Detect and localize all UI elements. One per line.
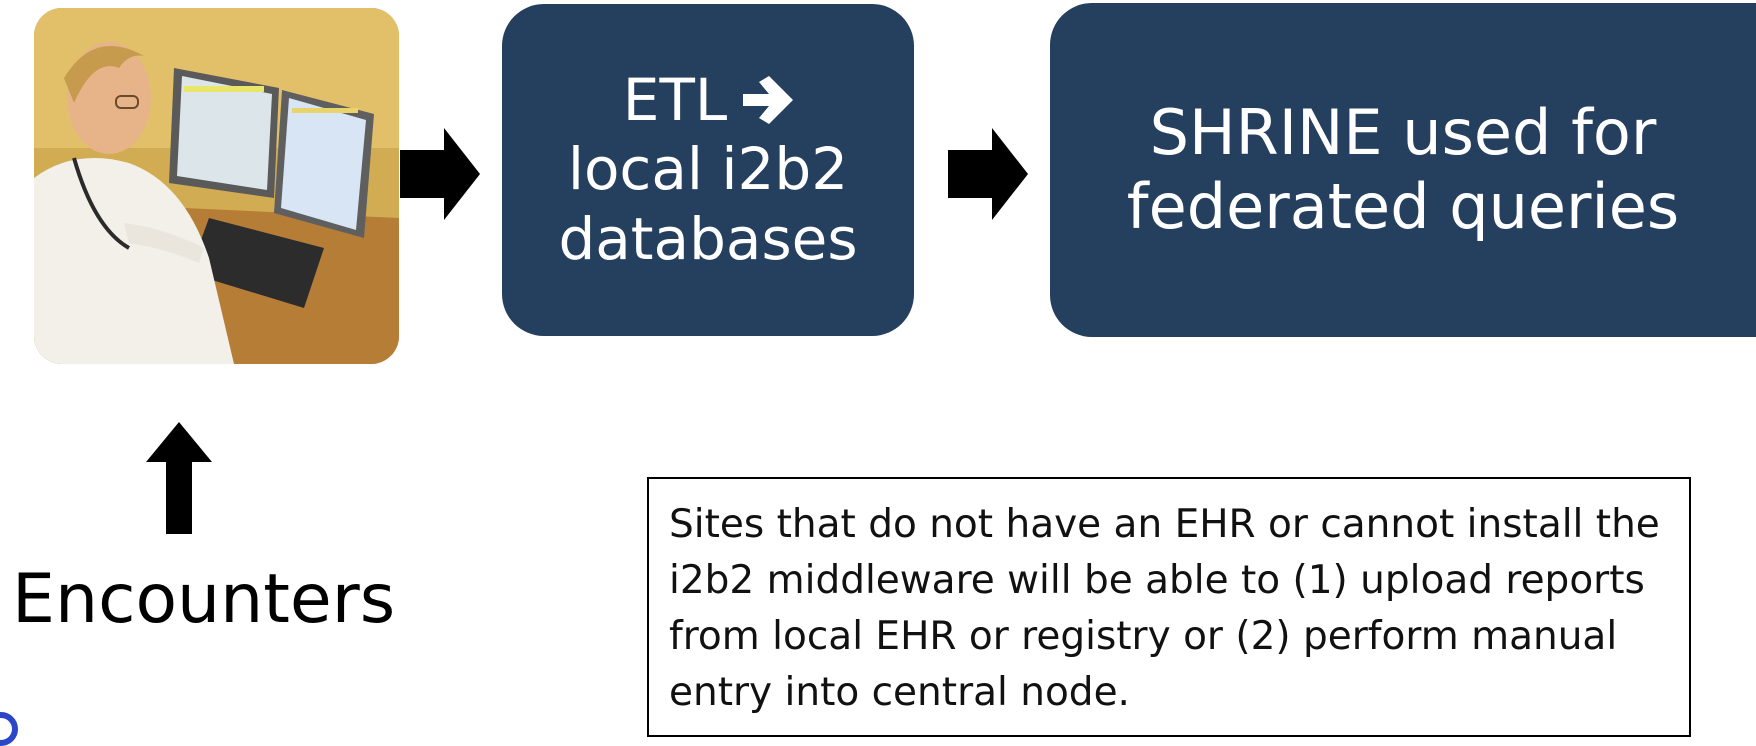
shrine-box: SHRINE used for federated queries xyxy=(1050,3,1756,337)
flow-arrow-2 xyxy=(948,128,1028,220)
up-arrow-icon xyxy=(146,422,212,534)
etl-line-2: local i2b2 xyxy=(567,135,849,204)
note-box: Sites that do not have an EHR or cannot … xyxy=(647,477,1691,737)
encounters-label: Encounters xyxy=(12,560,396,639)
right-arrow-icon xyxy=(400,128,480,220)
shrine-line-2: federated queries xyxy=(1126,170,1680,243)
bold-right-arrow-icon xyxy=(739,76,794,125)
shrine-line-1: SHRINE used for xyxy=(1149,95,1657,169)
note-text: Sites that do not have an EHR or cannot … xyxy=(669,502,1660,715)
flow-arrow-1 xyxy=(400,128,480,220)
right-arrow-icon xyxy=(948,128,1028,220)
corner-logo-fragment xyxy=(0,712,18,746)
etl-line-3: databases xyxy=(558,204,858,273)
up-arrow xyxy=(146,422,212,534)
etl-label: ETL xyxy=(622,65,728,134)
etl-box: ETL local i2b2 databases xyxy=(502,4,914,336)
clinician-photo xyxy=(34,8,399,364)
